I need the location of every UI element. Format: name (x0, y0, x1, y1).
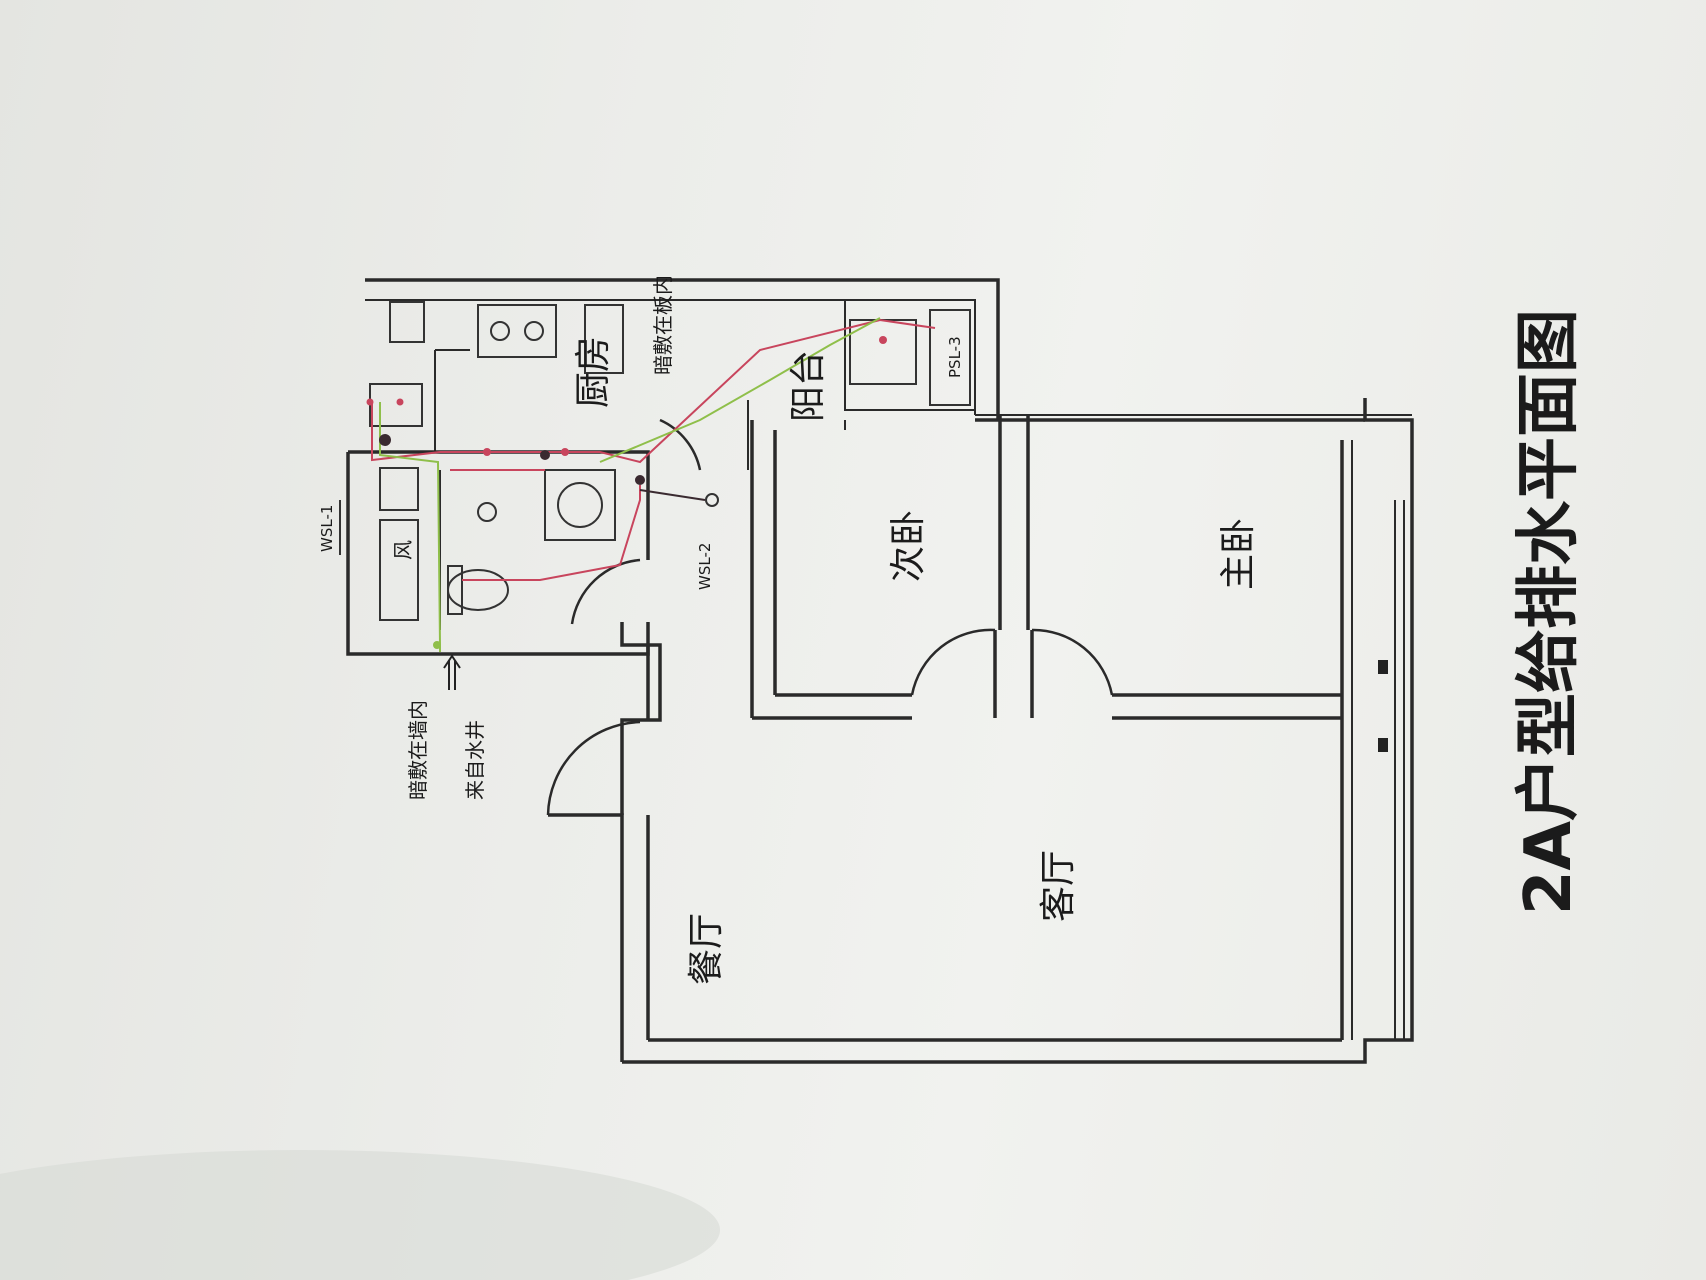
tag-wsl1: WSL-1 (318, 505, 336, 552)
fridge-icon (389, 301, 425, 343)
room-second-bedroom: 次卧 (888, 510, 929, 582)
bathroom-door (570, 558, 641, 625)
arrow-icon (443, 654, 461, 690)
kitchen-sink-icon (369, 383, 423, 427)
tag-psl3: PSL-3 (946, 336, 964, 378)
window-mark (1378, 660, 1388, 674)
note-conceal-floor: 暗敷在板内 (651, 275, 675, 375)
supply-pipe (371, 318, 936, 464)
tag-fan: 风 (391, 540, 415, 560)
floor-drain-icon (477, 502, 497, 522)
entry-door (546, 720, 641, 816)
paper-shadow (0, 1150, 720, 1280)
pipes (366, 317, 936, 652)
toilet-icon (447, 569, 509, 611)
room-kitchen: 厨房 (573, 336, 614, 408)
washbasin-icon (544, 469, 616, 541)
note-conceal-wall: 暗敷在墙内 (406, 700, 430, 800)
interior-walls (346, 299, 1342, 720)
stove-icon (477, 304, 557, 358)
room-master-bedroom: 主卧 (1218, 518, 1259, 590)
door-swings (546, 400, 1114, 816)
vent-shaft-icon (379, 519, 419, 621)
kitchen-door (659, 418, 702, 471)
labels: 厨房 阳台 次卧 主卧 餐厅 客厅 WSL-1 WSL-2 PSL-3 风 暗敷… (318, 275, 1586, 985)
tag-wsl2: WSL-2 (696, 543, 714, 590)
second-bedroom-door (910, 628, 996, 696)
page-title: 2A户型给排水平面图 (1512, 309, 1586, 915)
note-from-well: 来自水井 (463, 720, 487, 800)
room-living: 客厅 (1038, 850, 1079, 922)
wsl2-line (639, 489, 706, 501)
room-dining: 餐厅 (686, 913, 727, 985)
room-balcony: 阳台 (788, 350, 829, 422)
window-mark (1378, 738, 1388, 752)
counter-icon (584, 304, 624, 374)
outer-walls (365, 278, 1414, 1064)
drain-pipe-balcony (599, 317, 881, 463)
master-bedroom-door (1031, 628, 1114, 696)
